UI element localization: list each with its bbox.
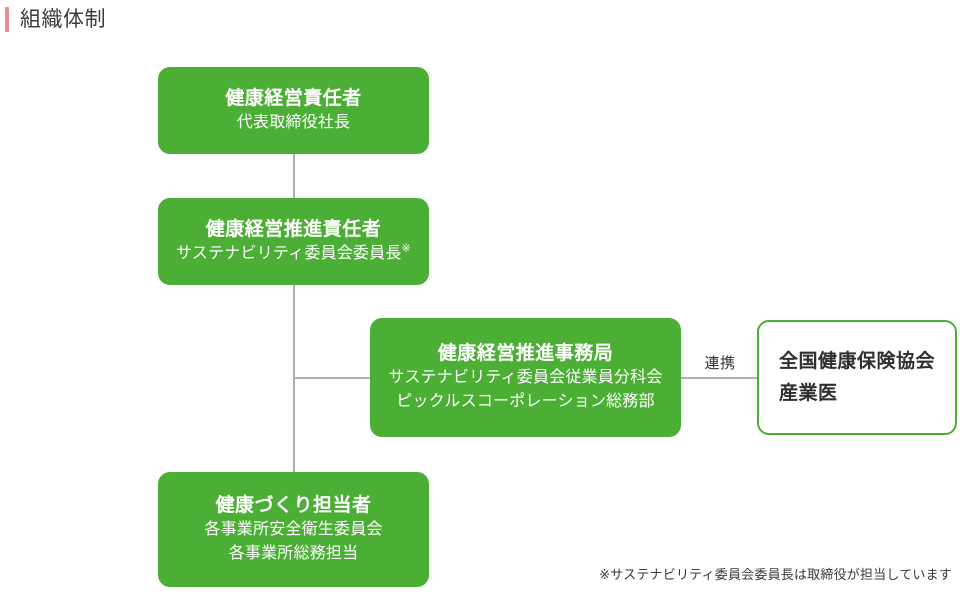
org-node-chief-subtitle: 代表取締役社長 [236,114,351,132]
org-node-promotion-office-line-1: サステナビリティ委員会従業員分科会 [388,369,663,387]
org-node-health-insurance-association-line-1: 産業医 [779,382,838,404]
org-node-health-insurance-association: 全国健康保険協会 産業医 [757,320,957,435]
title-accent-bar [5,6,9,32]
footnote-text: ※サステナビリティ委員会委員長は取締役が担当しています [599,567,952,582]
org-node-promotion-office: 健康経営推進事務局 サステナビリティ委員会従業員分科会 ピックルスコーポレーショ… [370,318,681,437]
connector-chief-to-promoter [293,154,295,198]
org-node-promotion-manager: 健康経営推進責任者 サステナビリティ委員会委員長※ [158,198,429,285]
org-node-health-promotion-staff: 健康づくり担当者 各事業所安全衛生委員会 各事業所総務担当 [158,472,429,587]
org-node-chief: 健康経営責任者 代表取締役社長 [158,67,429,154]
org-node-health-promotion-staff-line-2: 各事業所総務担当 [228,545,359,563]
org-node-health-insurance-association-title: 全国健康保険協会 [779,351,936,373]
org-node-promotion-manager-subtitle-text: サステナビリティ委員会委員長 [176,245,402,263]
connector-office-to-insurance [681,377,758,379]
org-node-promotion-office-line-2: ピックルスコーポレーション総務部 [396,393,655,411]
edge-label-cooperation: 連携 [704,355,736,372]
org-node-health-promotion-staff-line-1: 各事業所安全衛生委員会 [204,521,383,539]
org-node-promotion-manager-title: 健康経営推進責任者 [205,218,382,240]
org-node-promotion-manager-subtitle: サステナビリティ委員会委員長※ [176,242,411,266]
connector-trunk-to-office [293,377,371,379]
page-title-text: 組織体制 [20,7,106,31]
footnote-marker-icon: ※ [401,242,411,255]
org-node-chief-title: 健康経営責任者 [225,87,362,109]
page-title: 組織体制 [5,4,106,34]
org-node-promotion-office-title: 健康経営推進事務局 [437,342,614,364]
org-node-health-promotion-staff-title: 健康づくり担当者 [215,494,372,516]
